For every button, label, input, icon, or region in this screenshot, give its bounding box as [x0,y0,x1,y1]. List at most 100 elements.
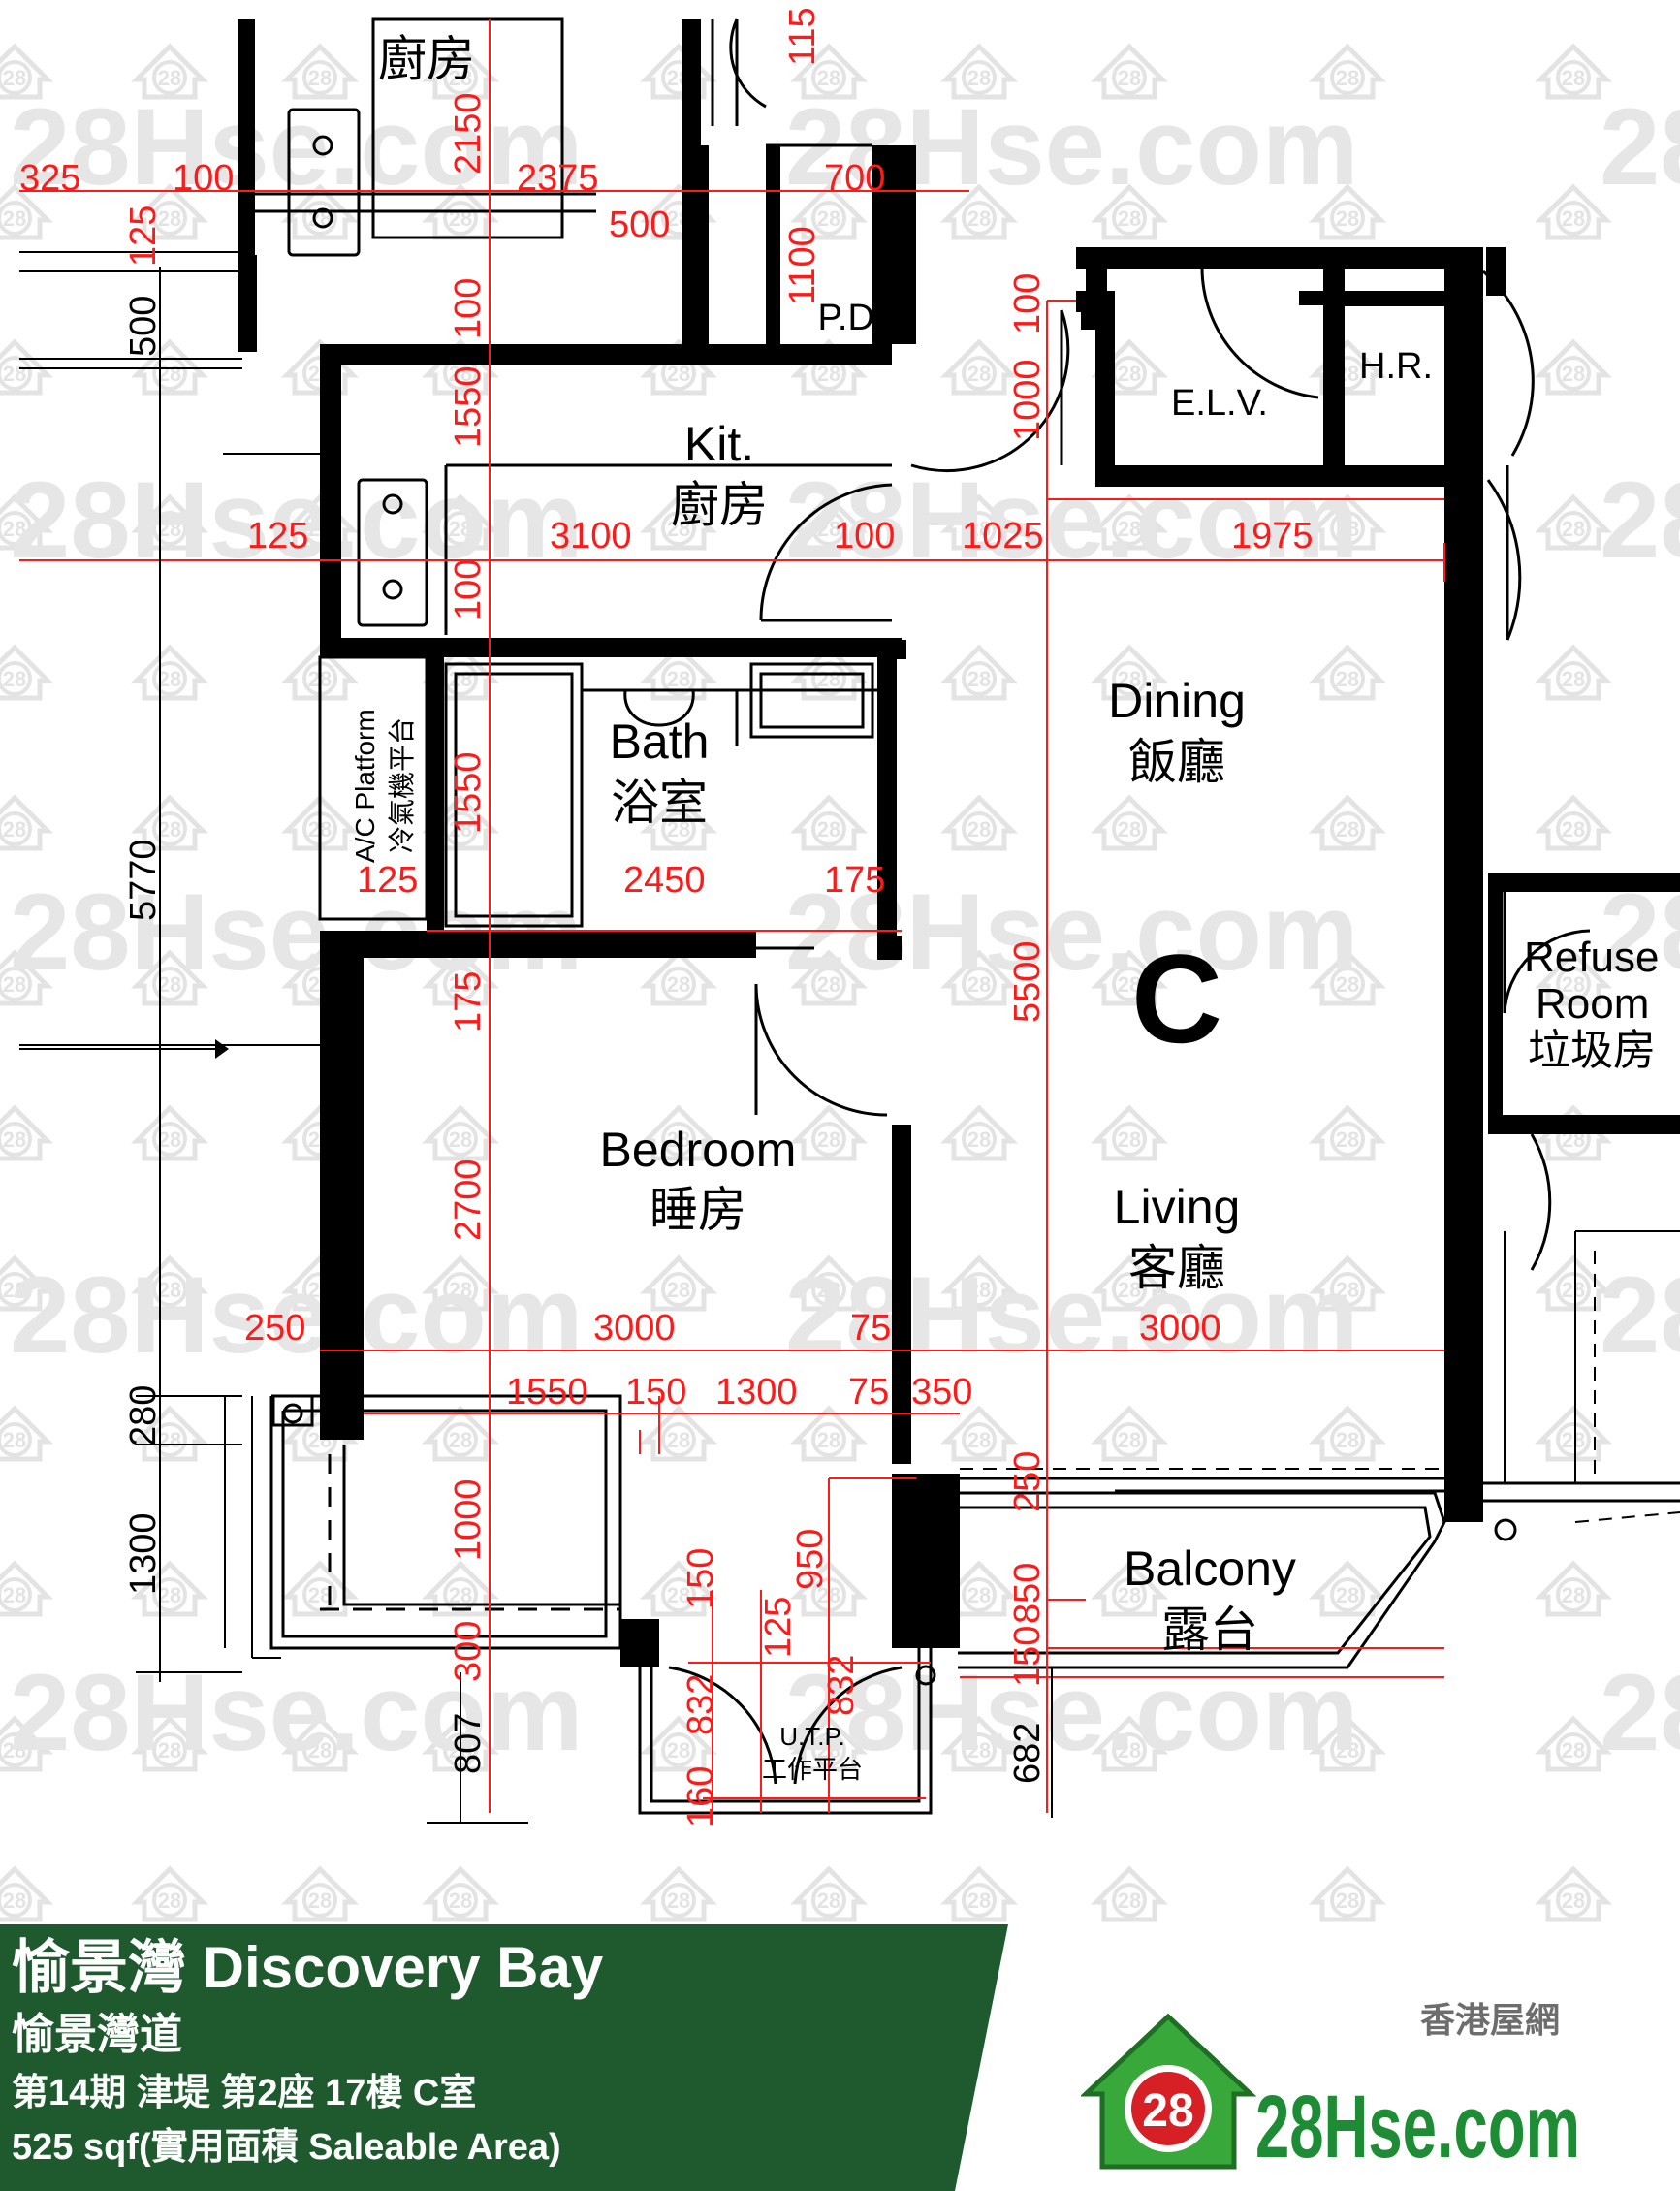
dim-label: 115 [782,7,823,66]
watermark-badge-icon [1540,798,1606,848]
dim-label: 75 [848,1372,889,1413]
watermark-badge-icon [796,1409,862,1459]
dim-label: 250 [244,1308,305,1349]
watermark-text: 28Hse.com [1600,460,1680,581]
dim-label: 150 [681,1548,721,1609]
watermark-badge-icon [1540,1258,1606,1309]
dim-label: 832 [681,1674,721,1735]
dim-label: 250 [1007,1451,1048,1512]
watermark-badge-icon [1315,1108,1380,1159]
brand-logo: 28 28Hse.com [1081,2013,1580,2176]
refuse-room-cn-label: 垃圾房 [1528,1027,1656,1074]
dim-label: 125 [357,860,418,901]
dim-label: 1550 [448,751,489,834]
kitchen-en-label: Kit. [684,417,754,471]
watermark-badge-icon [1096,1108,1162,1159]
dim-label: 325 [19,158,80,199]
dim-label: 2450 [623,860,706,901]
watermark-badge-icon [137,1108,203,1159]
watermark-text: 28Hse.com [10,1652,583,1773]
dim-label: 125 [123,206,164,267]
bath-en-label: Bath [610,714,710,769]
dim-label: 75 [850,1308,891,1349]
watermark-badge-icon [1540,1719,1606,1769]
elv-label: E.L.V. [1171,383,1268,424]
ac-platform-cn-label: 冷氣機平台 [387,717,417,853]
watermark-badge-icon [646,1409,712,1459]
logo-wordmark: 28Hse.com [1255,2078,1580,2176]
watermark-badge-icon [428,1409,493,1459]
living-en-label: Living [1114,1180,1241,1234]
logo-badge: 28 [1142,2085,1193,2137]
dim-label: 1550 [506,1372,588,1413]
dim-label: 300 [448,1621,489,1682]
watermark-badge-icon [1540,342,1606,393]
listing-footer: 愉景灣 Discovery Bay 愉景灣道 第14期 津堤 第2座 17樓 C… [0,1924,1680,2191]
watermark-badge-icon [1540,648,1606,698]
watermark-badge-icon [1315,1409,1380,1459]
bath-cn-label: 浴室 [611,776,708,830]
ac-platform-en-label: A/C Platform [350,709,380,863]
dim-label: 3000 [593,1308,676,1349]
dim-label-black: 500 [123,296,164,357]
dim-label: 3000 [1139,1308,1221,1349]
watermark-badge-icon [0,1869,48,1920]
watermark-badge-icon [1315,1869,1380,1920]
watermark-badge-icon [1540,1869,1606,1920]
watermark-badge-icon [1540,497,1606,548]
living-cn-label: 客廳 [1128,1241,1225,1295]
dim-label: 2700 [448,1159,489,1241]
dim-label-black: 807 [448,1713,489,1774]
dim-label: 2375 [517,158,599,199]
watermark-text: 28Hse.com [10,1254,583,1376]
balcony-en-label: Balcony [1124,1541,1296,1596]
watermark-badge-icon [428,1108,493,1159]
dim-label-black: 5770 [123,839,164,921]
watermark-badge-icon [646,47,712,97]
dim-label-black: 280 [123,1385,164,1446]
dim-label: 1000 [448,1478,489,1561]
watermark-badge-icon [946,798,1012,848]
watermark-badge-icon [1540,1409,1606,1459]
watermark-badge-icon [946,342,1012,393]
watermark-badge-icon [1540,1564,1606,1614]
estate-title: 愉景灣 Discovery Bay [12,1935,604,2000]
watermark-text: 28Hse.com [1600,86,1680,207]
dim-label: 125 [247,516,308,556]
watermark-text: 28Hse.com [785,1254,1358,1376]
kitchen-top-label: 廚房 [378,32,475,86]
watermark-badge-icon [646,953,712,1003]
dim-label-black: 682 [1007,1723,1048,1784]
dim-label: 100 [1007,273,1048,334]
watermark-badge-icon [428,1564,493,1614]
house-badge-icon: 28 [1081,2013,1257,2170]
dim-label: 350 [911,1372,972,1413]
watermark-text: 28Hse.com [10,86,583,207]
refuse-room-en1-label: Refuse [1524,934,1659,981]
dim-label: 700 [824,158,885,199]
dim-label: 832 [821,1655,862,1716]
dim-label: 1300 [715,1372,798,1413]
watermark-badge-icon [646,1258,712,1309]
watermark-badge-icon [946,1869,1012,1920]
floor-plan: 28 28Hse.com28Hse.com28Hse.com28Hse.com2… [0,7,1680,1922]
unit-letter: C [1131,928,1222,1069]
watermark-text: 28Hse.com [1600,1254,1680,1376]
watermark-badge-icon [1540,47,1606,97]
dim-label: 1550 [448,365,489,448]
dim-label: 175 [448,971,489,1032]
pd-label: P.D. [817,298,884,338]
dim-label: 175 [824,860,885,901]
utp-cn-label: 工作平台 [762,1755,863,1784]
bedroom-cn-label: 睡房 [650,1183,746,1237]
dining-cn-label: 飯廳 [1128,735,1225,789]
footer-text: 愉景灣 Discovery Bay 愉景灣道 第14期 津堤 第2座 17樓 C… [12,1932,603,2175]
dim-label: 125 [758,1597,799,1658]
watermark-badge-icon [428,1869,493,1920]
unit-info: 第14期 津堤 第2座 17樓 C室 [12,2073,477,2113]
hr-label: H.R. [1359,346,1433,387]
saleable-area: 525 sqf(實用面積 Saleable Area) [12,2127,561,2168]
dim-label: 1975 [1231,516,1314,556]
dim-label: 1100 [782,226,823,305]
dim-label: 500 [609,205,670,245]
